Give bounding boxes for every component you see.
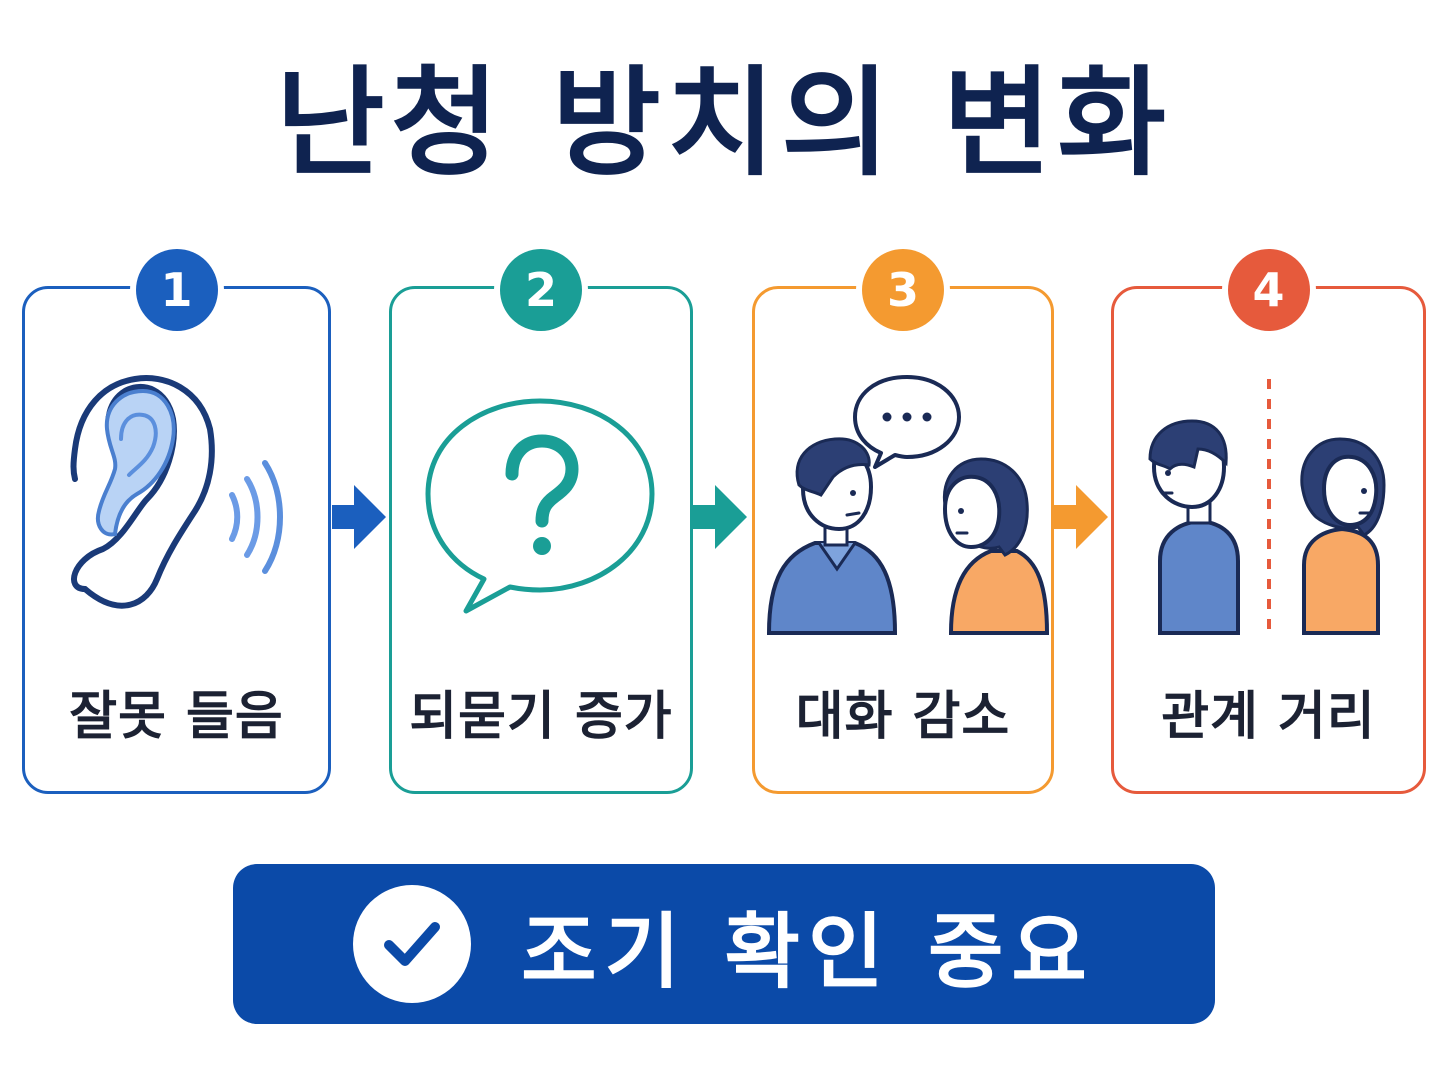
page-title: 난청 방치의 변화: [275, 54, 1173, 192]
step-badge-4: 4: [1227, 249, 1310, 331]
step-label-4: 관계 거리: [1161, 687, 1376, 747]
distanced-people-icon: [1148, 379, 1386, 635]
banner-text: 조기 확인 중요: [521, 904, 1095, 1000]
arrow-right-icon: [1054, 485, 1108, 549]
arrow-right-icon: [332, 485, 386, 549]
conversation-people-icon: [766, 375, 1050, 635]
step-card-1: 1 잘못 들음: [22, 249, 331, 794]
step-card-2: 2 되묻기 증가: [389, 249, 693, 794]
step-label-3: 대화 감소: [795, 687, 1011, 747]
step-badge-1: 1: [135, 249, 218, 331]
step-badge-3: 3: [862, 249, 944, 331]
question-bubble-icon: [425, 398, 655, 614]
step-label-1: 잘못 들음: [69, 687, 284, 747]
check-circle-icon: [353, 885, 472, 1003]
step-card-4: 4 관계 거리: [1111, 249, 1426, 794]
conclusion-banner: 조기 확인 중요: [233, 864, 1215, 1024]
step-badge-2: 2: [500, 249, 582, 331]
arrow-right-icon: [693, 485, 747, 549]
step-card-3: 3 대화 감소: [752, 249, 1054, 794]
step-label-2: 되묻기 증가: [409, 687, 673, 747]
ear-icon: [70, 375, 283, 609]
